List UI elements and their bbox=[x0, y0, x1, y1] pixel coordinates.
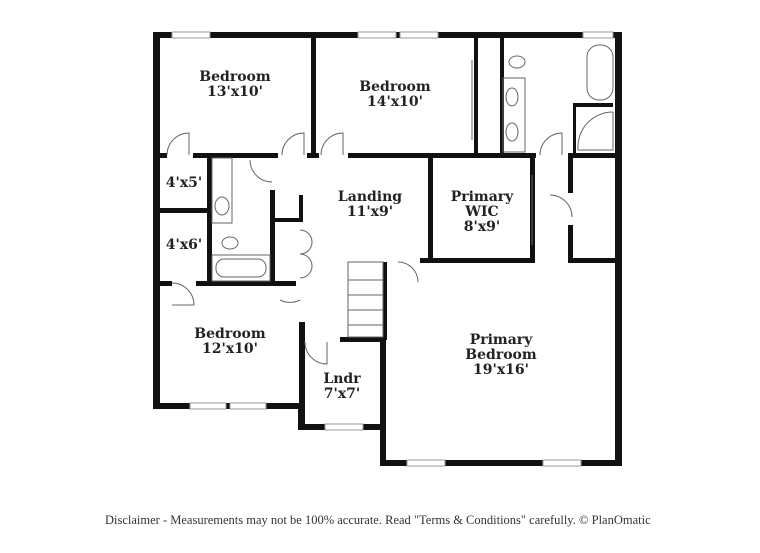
room-name: Bedroom bbox=[194, 326, 266, 342]
room-size: 11'x9' bbox=[346, 204, 394, 220]
room-name: Primary WIC bbox=[450, 189, 514, 220]
windows bbox=[171, 31, 614, 467]
room-size: 19'x16' bbox=[473, 362, 529, 378]
room-size: 8'x9' bbox=[463, 219, 501, 235]
room-size: 4'x6' bbox=[165, 237, 203, 253]
doors-and-fixtures bbox=[166, 44, 614, 365]
room-size: 14'x10' bbox=[367, 94, 423, 110]
room-label-closet-2: 4'x6' bbox=[166, 238, 202, 253]
room-size: 13'x10' bbox=[207, 84, 263, 100]
room-size: 7'x7' bbox=[323, 386, 361, 402]
room-name: Landing bbox=[337, 189, 403, 205]
room-label-closet-1: 4'x5' bbox=[166, 176, 202, 191]
room-name: Bedroom bbox=[199, 69, 271, 85]
room-name: Primary Bedroom bbox=[465, 332, 537, 363]
disclaimer-text: Disclaimer - Measurements may not be 100… bbox=[105, 513, 651, 527]
room-size: 4'x5' bbox=[165, 175, 203, 191]
walls bbox=[153, 32, 622, 466]
room-name: Bedroom bbox=[359, 79, 431, 95]
room-size: 12'x10' bbox=[202, 341, 258, 357]
room-name: Lndr bbox=[323, 371, 361, 387]
